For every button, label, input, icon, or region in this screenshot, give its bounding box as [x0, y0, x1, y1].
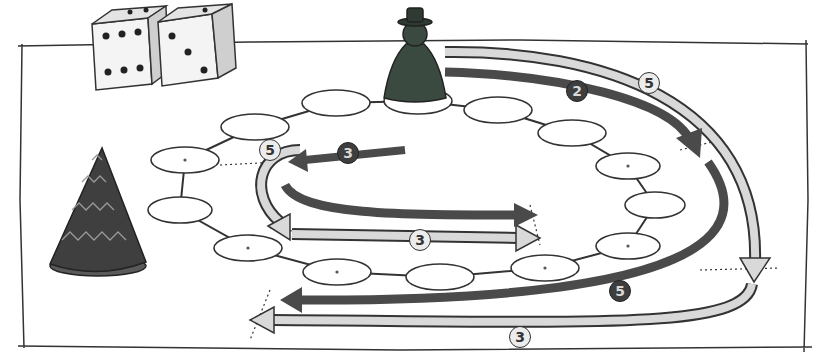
step-number: 3	[337, 142, 359, 164]
hat-pawn	[384, 8, 446, 102]
dark-arrows	[280, 72, 724, 313]
step-number: 5	[609, 280, 631, 302]
space-dots	[183, 158, 629, 273]
step-number: 2	[566, 80, 588, 102]
light-arrows	[250, 52, 770, 333]
step-marks	[220, 140, 780, 340]
step-number: 5	[638, 72, 660, 94]
dice	[92, 4, 236, 90]
step-number: 3	[509, 326, 531, 348]
cone-pawn	[50, 148, 146, 276]
step-number: 3	[409, 229, 431, 251]
dice-pips	[103, 8, 208, 76]
board-outline	[18, 40, 812, 352]
step-number: 5	[259, 139, 281, 161]
track-link	[180, 101, 655, 277]
track-spaces	[148, 88, 685, 290]
